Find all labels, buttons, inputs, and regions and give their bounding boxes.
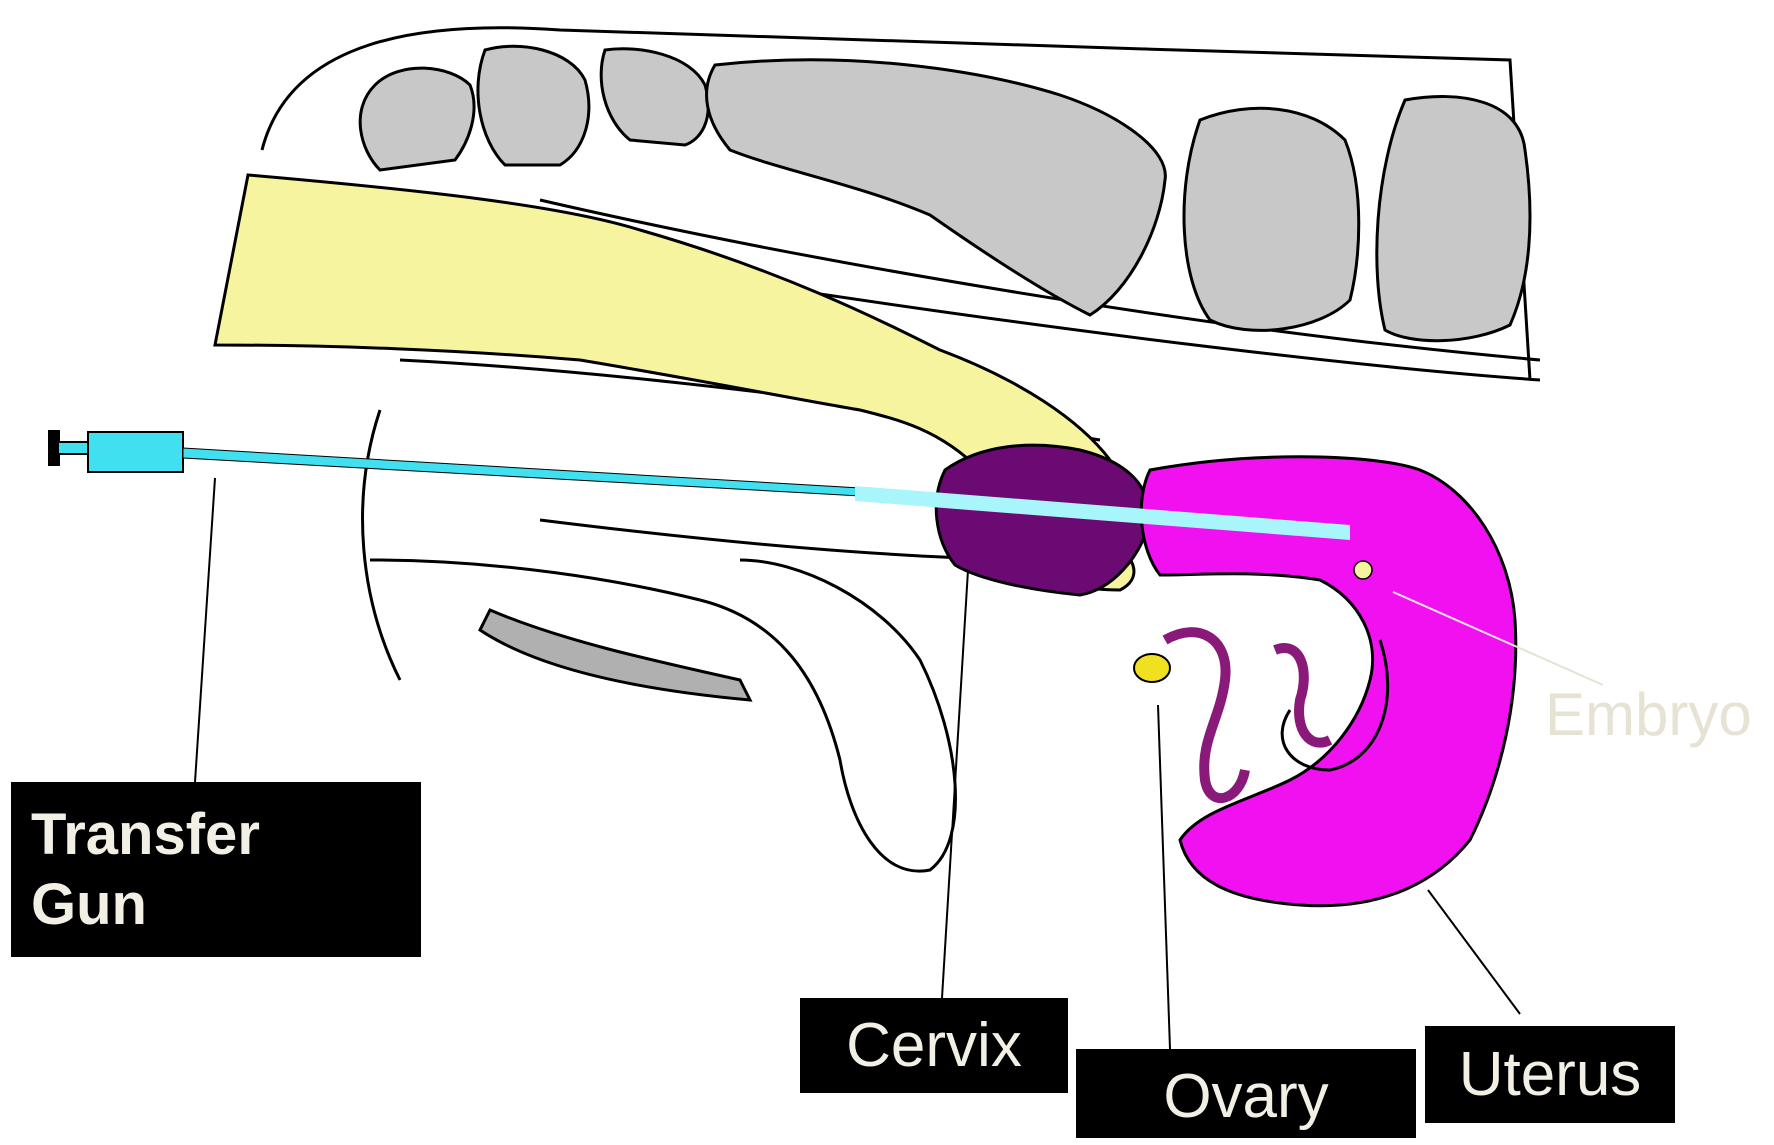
label-transfer-gun-line2: Gun xyxy=(31,870,421,940)
vertebra-1 xyxy=(360,68,474,170)
leader-uterus xyxy=(1428,890,1520,1014)
label-cervix: Cervix xyxy=(800,998,1068,1093)
label-transfer-gun-line1: Transfer xyxy=(31,800,421,870)
label-ovary: Ovary xyxy=(1076,1049,1416,1138)
vertebra-2 xyxy=(478,46,589,165)
vertebra-3 xyxy=(601,49,708,145)
leader-cervix xyxy=(942,570,968,998)
leader-ovary xyxy=(1158,705,1170,1049)
vaginal-wall xyxy=(480,610,750,700)
gun-tube xyxy=(183,448,860,496)
gun-barrel xyxy=(88,432,183,472)
leader-transfer-gun xyxy=(195,478,215,782)
bladder-outline xyxy=(700,560,955,871)
label-uterus: Uterus xyxy=(1425,1026,1675,1123)
ovary xyxy=(1134,654,1170,682)
label-transfer-gun: Transfer Gun xyxy=(11,782,421,957)
gun-plunger xyxy=(58,442,88,454)
pelvic-bone-1 xyxy=(1184,108,1359,330)
embryo xyxy=(1354,561,1372,579)
label-embryo: Embryo xyxy=(1545,680,1752,750)
oviduct xyxy=(1165,632,1245,798)
pelvic-bone-2 xyxy=(1377,97,1530,341)
